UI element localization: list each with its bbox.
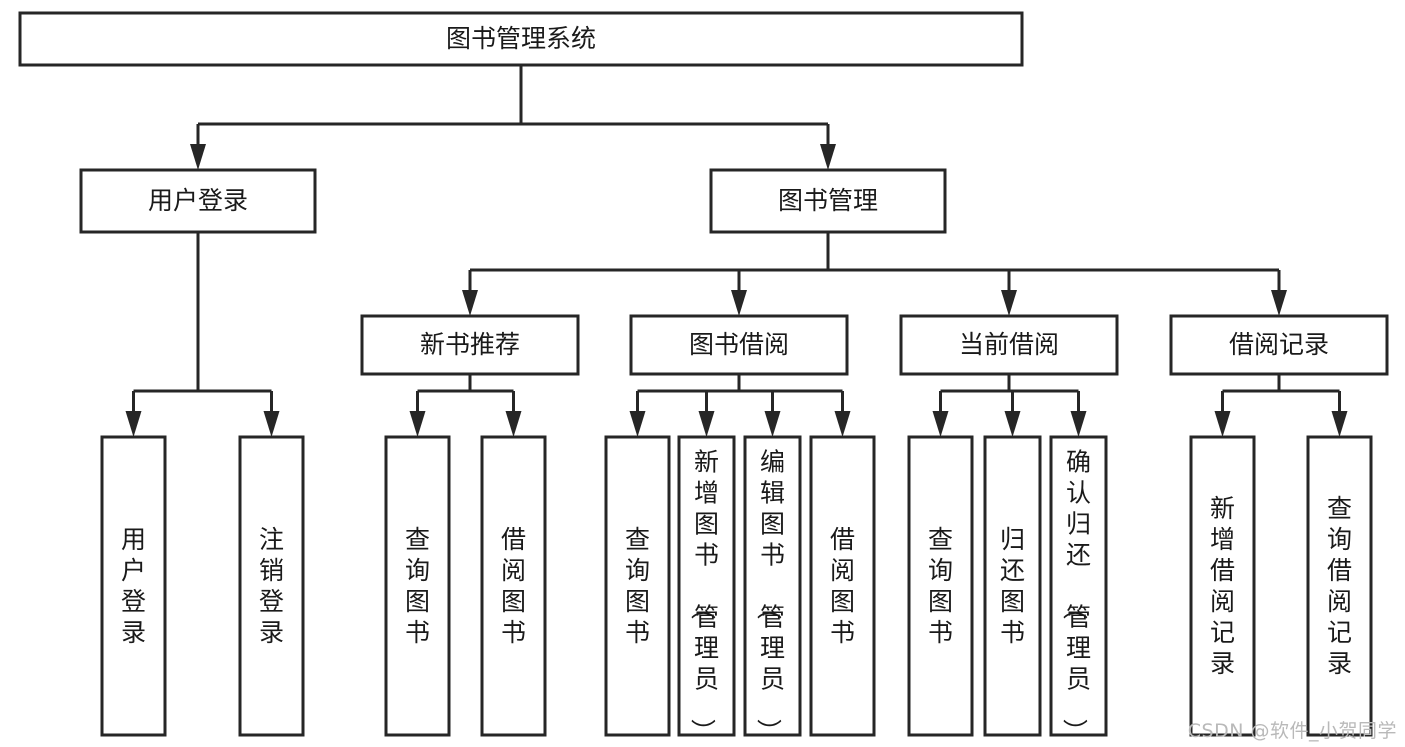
node-leaf-add-book[interactable]: 新增图书（管理员）: [677, 435, 736, 744]
node-box: [1189, 435, 1256, 737]
node-label: 新增图书（管理员）: [688, 448, 719, 744]
node-leaf-query-book-b[interactable]: 查询图书: [604, 435, 671, 737]
node-leaf-query-book-c[interactable]: 查询图书: [907, 435, 974, 737]
node-box: [899, 314, 1119, 376]
node-box: [907, 435, 974, 737]
node-box: [480, 435, 547, 737]
node-leaf-logout[interactable]: 注销登录: [238, 435, 305, 737]
node-borrow-record[interactable]: 借阅记录: [1169, 314, 1389, 376]
node-label: 查询图书: [625, 525, 650, 647]
node-label: 当前借阅: [959, 330, 1059, 359]
node-label: 新书推荐: [420, 330, 520, 359]
node-box: [743, 435, 802, 737]
node-box: [384, 435, 451, 737]
connector-group: [629, 374, 851, 437]
node-label: 图书管理系统: [446, 24, 596, 53]
node-leaf-return-book[interactable]: 归还图书: [983, 435, 1042, 737]
node-label: 查询借阅记录: [1327, 494, 1352, 678]
node-box: [709, 168, 947, 234]
node-box: [629, 314, 849, 376]
node-label: 确认归还（管理员）: [1060, 448, 1091, 744]
node-leaf-user-login[interactable]: 用户登录: [100, 435, 167, 737]
node-layer: 图书管理系统用户登录图书管理新书推荐图书借阅当前借阅借阅记录用户登录注销登录查询…: [18, 11, 1389, 744]
node-book-borrow[interactable]: 图书借阅: [629, 314, 849, 376]
node-label: 借阅记录: [1229, 330, 1329, 359]
node-new-book-rec[interactable]: 新书推荐: [360, 314, 580, 376]
node-user-login[interactable]: 用户登录: [79, 168, 317, 234]
node-leaf-query-record[interactable]: 查询借阅记录: [1306, 435, 1373, 737]
node-box: [677, 435, 736, 737]
node-label: 借阅图书: [501, 525, 526, 647]
node-box: [79, 168, 317, 234]
node-leaf-query-book-a[interactable]: 查询图书: [384, 435, 451, 737]
node-label: 用户登录: [148, 186, 248, 215]
connector-group: [125, 232, 280, 437]
node-leaf-borrow-book-a[interactable]: 借阅图书: [480, 435, 547, 737]
node-box: [1306, 435, 1373, 737]
node-box: [809, 435, 876, 737]
node-box: [983, 435, 1042, 737]
node-label: 新增借阅记录: [1210, 494, 1235, 678]
node-box: [604, 435, 671, 737]
node-leaf-edit-book[interactable]: 编辑图书（管理员）: [743, 435, 802, 744]
node-label: 查询图书: [928, 525, 953, 647]
node-box: [18, 11, 1024, 67]
node-box: [100, 435, 167, 737]
node-box: [1049, 435, 1108, 737]
node-label: 查询图书: [405, 525, 430, 647]
connector-group: [190, 65, 836, 170]
connector-layer: [125, 65, 1348, 437]
node-label: 编辑图书（管理员）: [754, 448, 785, 744]
connector-group: [1214, 374, 1348, 437]
node-label: 用户登录: [121, 525, 146, 647]
node-label: 注销登录: [259, 525, 284, 647]
node-box: [360, 314, 580, 376]
node-label: 图书借阅: [689, 330, 789, 359]
node-current-borrow[interactable]: 当前借阅: [899, 314, 1119, 376]
node-box: [1169, 314, 1389, 376]
node-label: 借阅图书: [830, 525, 855, 647]
connector-group: [409, 374, 522, 437]
connector-group: [462, 232, 1287, 316]
node-label: 图书管理: [778, 186, 878, 215]
node-label: 归还图书: [1000, 525, 1025, 647]
watermark-label: CSDN @软件_小贺同学: [1187, 720, 1397, 742]
node-root[interactable]: 图书管理系统: [18, 11, 1024, 67]
connector-group: [932, 374, 1087, 437]
node-leaf-add-record[interactable]: 新增借阅记录: [1189, 435, 1256, 737]
node-leaf-confirm-return[interactable]: 确认归还（管理员）: [1049, 435, 1108, 744]
node-box: [238, 435, 305, 737]
node-book-manage[interactable]: 图书管理: [709, 168, 947, 234]
node-leaf-borrow-book-b[interactable]: 借阅图书: [809, 435, 876, 737]
